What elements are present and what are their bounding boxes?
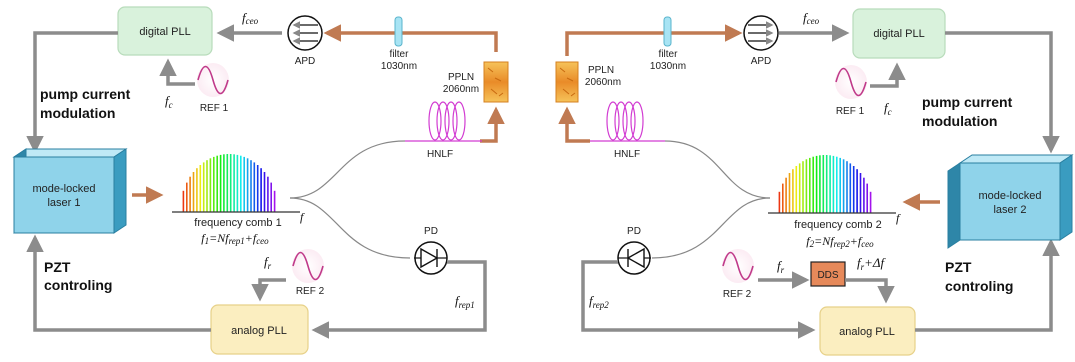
left-ppln-label-2: 2060nm xyxy=(443,84,479,95)
right-filter-label-1: filter xyxy=(659,49,679,60)
left-fr-label: fr xyxy=(264,254,272,271)
right-pump-label-2: modulation xyxy=(922,113,997,129)
left-laser-label-2: laser 1 xyxy=(47,197,80,209)
right-mode-locked-laser: mode-locked laser 2 xyxy=(947,154,1074,249)
right-pd-label: PD xyxy=(627,226,641,237)
right-hnlf-to-ppln-beam xyxy=(558,106,590,143)
right-splitter-to-pd xyxy=(651,197,771,259)
left-splitter-to-hnlf xyxy=(289,140,406,199)
right-fc-label: fc xyxy=(884,100,892,117)
right-pd: PD xyxy=(617,226,651,275)
right-filter: filter 1030nm xyxy=(650,16,686,72)
left-pd: PD xyxy=(414,226,448,275)
right-fr-label: fr xyxy=(777,258,785,275)
right-ppln-to-apd-beam xyxy=(565,24,743,56)
right-dds-block: DDS xyxy=(810,261,846,287)
left-frequency-comb xyxy=(182,154,276,212)
left-pump-label-1: pump current xyxy=(40,86,131,102)
right-fceo-label: fceo xyxy=(803,10,820,26)
right-splitter-to-hnlf xyxy=(664,140,771,199)
left-analog-pll: analog PLL xyxy=(210,304,309,355)
left-frep-label: frep1 xyxy=(455,293,475,310)
left-digital-pll-label: digital PLL xyxy=(139,26,190,38)
right-pd-to-analog-arrow xyxy=(581,260,816,339)
left-apd-label: APD xyxy=(295,56,316,67)
left-pzt-label-2: controling xyxy=(44,277,112,293)
left-comb-f-axis: f xyxy=(300,210,305,224)
right-hnlf-label: HNLF xyxy=(614,149,640,160)
right-pump-feedback-arrow xyxy=(945,31,1060,154)
right-ref1-label: REF 1 xyxy=(836,106,865,117)
left-pump-label-2: modulation xyxy=(40,105,115,121)
left-laser-label-1: mode-locked xyxy=(33,183,96,195)
left-filter: filter 1030nm xyxy=(381,16,417,72)
right-hnlf-fiber: HNLF xyxy=(590,101,665,160)
left-ref1-to-pll-arrow xyxy=(159,58,195,86)
left-digital-pll: digital PLL xyxy=(117,6,213,56)
right-ref1-source: REF 1 xyxy=(835,65,867,117)
right-ppln-crystal: PPLN 2060nm xyxy=(555,61,621,103)
left-pzt-feedback-arrow xyxy=(26,234,211,332)
left-mode-locked-laser: mode-locked laser 1 xyxy=(12,148,128,234)
right-ppln-label-2: 2060nm xyxy=(585,77,621,88)
right-laser-label-1: mode-locked xyxy=(979,190,1042,202)
right-ref2-source: REF 2 xyxy=(722,249,754,300)
right-fr-delta-label: fr+Δf xyxy=(857,255,887,272)
left-system: digital PLL fceo APD filter 1030nm PPLN … xyxy=(12,6,509,355)
left-filter-label-2: 1030nm xyxy=(381,61,417,72)
right-apd-label: APD xyxy=(751,56,772,67)
left-pd-label: PD xyxy=(424,226,438,237)
left-filter-label-1: filter xyxy=(390,49,410,60)
right-apd: APD xyxy=(743,15,779,67)
left-comb-label: frequency comb 1 xyxy=(194,217,281,229)
right-comb-f-axis: f xyxy=(896,211,901,225)
left-ref2-to-analog-arrow xyxy=(251,278,286,302)
right-digital-pll: digital PLL xyxy=(852,8,946,59)
left-splitter-to-pd xyxy=(289,197,411,259)
left-pzt-label-1: PZT xyxy=(44,259,71,275)
right-frep-label: frep2 xyxy=(589,293,609,310)
right-system: digital PLL fceo APD filter 1030nm PPLN … xyxy=(555,8,1074,356)
left-ppln-label-1: PPLN xyxy=(448,72,474,83)
right-pump-label-1: pump current xyxy=(922,94,1013,110)
right-comb-label: frequency comb 2 xyxy=(794,219,881,231)
right-filter-label-2: 1030nm xyxy=(650,61,686,72)
right-digital-pll-label: digital PLL xyxy=(873,28,924,40)
right-laser-label-2: laser 2 xyxy=(993,204,1026,216)
left-apd: APD xyxy=(287,15,323,67)
right-dds-label: DDS xyxy=(817,270,838,281)
right-pzt-label-2: controling xyxy=(945,278,1013,294)
left-pd-to-analog-arrow xyxy=(311,260,487,339)
right-ref2-label: REF 2 xyxy=(723,289,752,300)
left-comb-formula: f1=Nfrep1+fceo xyxy=(201,231,269,246)
left-fceo-label: fceo xyxy=(242,10,259,26)
left-pump-feedback-arrow xyxy=(26,31,118,154)
right-pzt-label-1: PZT xyxy=(945,259,972,275)
right-comb-formula: f2=Nfrep2+fceo xyxy=(806,234,874,249)
right-pzt-feedback-arrow xyxy=(915,238,1060,332)
left-fc-label: fc xyxy=(165,93,173,110)
right-frequency-comb xyxy=(778,155,872,213)
left-ppln-crystal: PPLN 2060nm xyxy=(443,61,509,103)
left-ppln-to-apd-beam xyxy=(323,24,498,52)
left-ref2-label: REF 2 xyxy=(296,286,325,297)
left-hnlf-label: HNLF xyxy=(427,149,453,160)
right-dds-to-analog-arrow xyxy=(845,278,895,304)
right-analog-pll-label: analog PLL xyxy=(839,326,895,338)
left-hnlf-fiber: HNLF xyxy=(405,101,482,160)
left-ref2-source: REF 2 xyxy=(292,249,325,297)
right-ppln-label-1: PPLN xyxy=(588,65,614,76)
left-ref1-label: REF 1 xyxy=(200,103,229,114)
left-ref1-source: REF 1 xyxy=(197,63,229,114)
right-ref1-to-pll-arrow xyxy=(870,62,906,88)
left-analog-pll-label: analog PLL xyxy=(231,325,287,337)
right-analog-pll: analog PLL xyxy=(819,306,916,356)
left-hnlf-to-ppln-beam xyxy=(480,106,505,143)
